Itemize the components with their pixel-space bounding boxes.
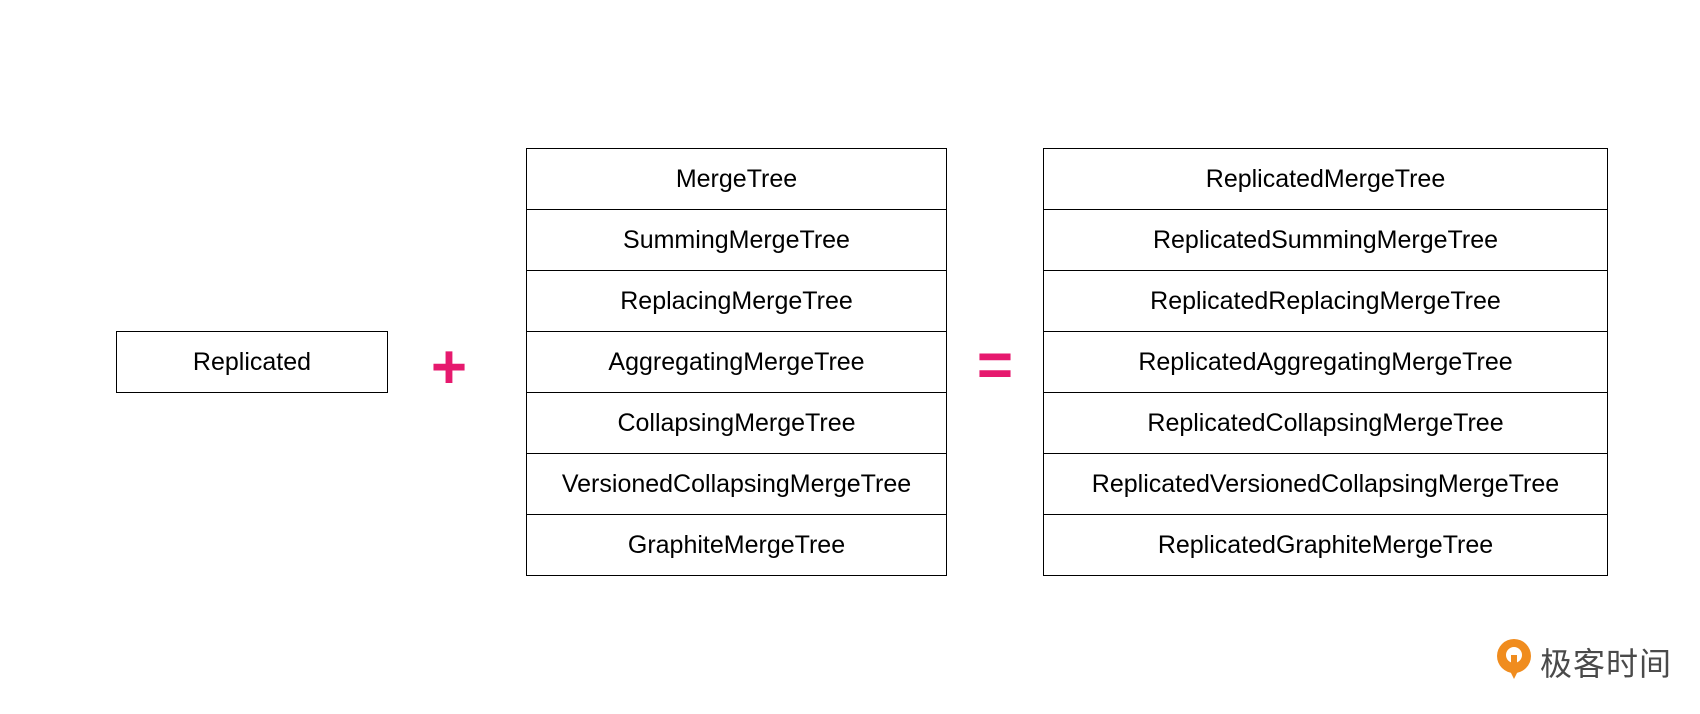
replicated-label: Replicated xyxy=(192,347,312,376)
engine-cell: ReplacingMergeTree xyxy=(527,271,946,332)
geektime-logo: 极客时间 xyxy=(1494,637,1672,686)
engine-cell: VersionedCollapsingMergeTree xyxy=(527,454,946,515)
geektime-logo-text: 极客时间 xyxy=(1539,644,1672,683)
replicated-engine-cell: ReplicatedCollapsingMergeTree xyxy=(1044,393,1607,454)
engine-cell: CollapsingMergeTree xyxy=(527,393,946,454)
replicated-box: Replicated xyxy=(116,331,388,393)
engine-cell: MergeTree xyxy=(527,149,946,210)
replicated-engine-cell: ReplicatedMergeTree xyxy=(1044,149,1607,210)
engine-cell: SummingMergeTree xyxy=(527,210,946,271)
replicated-engine-stack: ReplicatedMergeTree ReplicatedSummingMer… xyxy=(1043,148,1608,576)
engine-stack: MergeTree SummingMergeTree ReplacingMerg… xyxy=(526,148,947,576)
replicated-engine-cell: ReplicatedSummingMergeTree xyxy=(1044,210,1607,271)
equals-operator: = xyxy=(976,331,1014,400)
engine-cell: AggregatingMergeTree xyxy=(527,332,946,393)
plus-operator: + xyxy=(430,333,468,402)
replicated-engine-cell: ReplicatedVersionedCollapsingMergeTree xyxy=(1044,454,1607,515)
replicated-engine-cell: ReplicatedReplacingMergeTree xyxy=(1044,271,1607,332)
engine-cell: GraphiteMergeTree xyxy=(627,531,846,559)
replicated-engine-cell: ReplicatedGraphiteMergeTree xyxy=(1157,531,1494,559)
geektime-logo-icon xyxy=(1494,637,1534,686)
replicated-engine-cell: ReplicatedAggregatingMergeTree xyxy=(1044,332,1607,393)
